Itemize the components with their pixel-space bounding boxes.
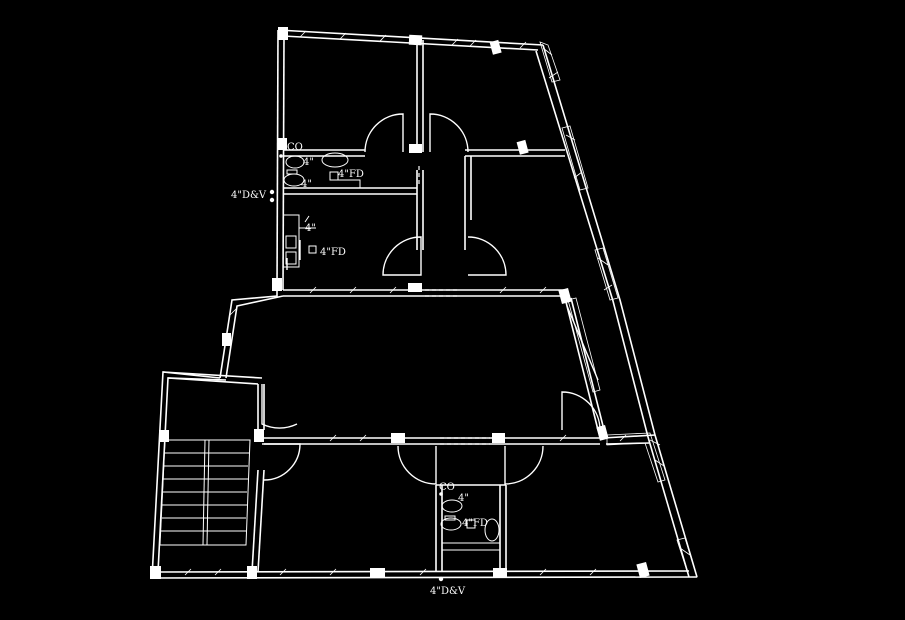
openings — [418, 166, 490, 445]
annotations: CO 4" 4" 4"FD 4"D&V 4" 4"FD CO 4" 4"FD 4… — [231, 142, 488, 597]
plumbing-fixtures — [269, 152, 500, 582]
pipe-size-label-upper-b: 4" — [301, 179, 312, 190]
hatched-walls — [184, 30, 698, 578]
toilet-upper-a — [285, 155, 305, 169]
wash-basin-upper — [321, 152, 349, 168]
columns — [150, 27, 650, 579]
toilet-lower-a — [441, 499, 463, 513]
staircase — [159, 439, 251, 546]
drain-vent-label-upper: 4"D&V — [231, 190, 267, 201]
pipe-size-label-mid: 4" — [305, 223, 316, 234]
floor-drain-label-lower: 4"FD — [462, 518, 488, 529]
cleanout-label-upper: CO — [287, 142, 303, 153]
pipe-size-label-upper-a: 4" — [303, 157, 314, 168]
kitchen-sink — [282, 214, 300, 268]
drain-vent-label-lower: 4"D&V — [430, 586, 466, 597]
wash-basin-lower — [484, 518, 500, 542]
doors — [261, 113, 601, 485]
floor-drain-label-upper: 4"FD — [338, 169, 364, 180]
toilet-lower-b — [440, 517, 462, 531]
cleanout-label-lower: CO — [439, 482, 455, 493]
pipe-size-label-lower: 4" — [458, 493, 469, 504]
floor-drain-label-mid: 4"FD — [320, 247, 346, 258]
